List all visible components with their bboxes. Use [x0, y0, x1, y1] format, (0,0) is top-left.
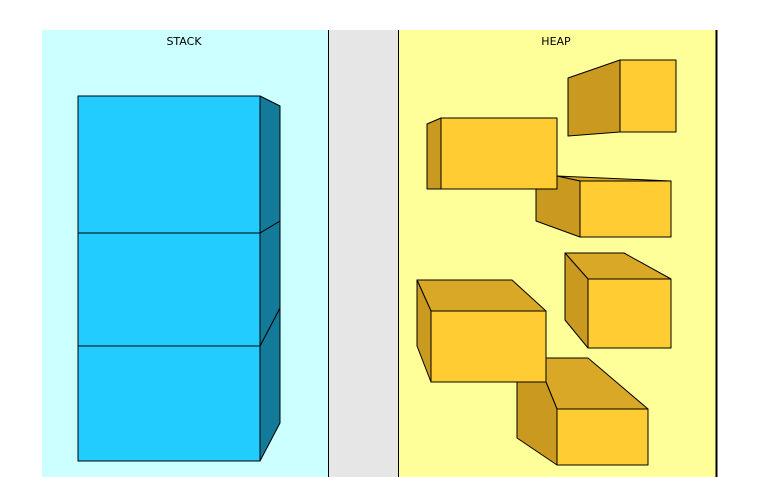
stack-block-middle [78, 221, 280, 346]
heap-label: HEAP [541, 35, 571, 48]
stack-label: STACK [166, 35, 202, 48]
gap-panel [329, 30, 398, 477]
heap-block-2 [427, 118, 557, 189]
heap-block-5 [417, 280, 546, 382]
stack-block-top [78, 96, 280, 233]
